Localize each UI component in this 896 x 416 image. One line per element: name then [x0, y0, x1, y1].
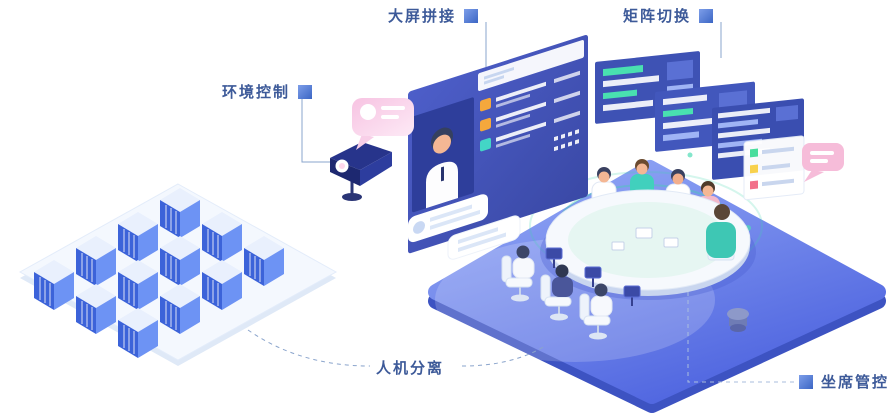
camera-speech-bubble [352, 98, 414, 150]
teal-chip [480, 137, 491, 152]
stool [727, 308, 749, 332]
monitor [545, 247, 563, 260]
label-screen-splicing: 大屏拼接 [388, 5, 479, 26]
seat-management-text: 坐席管控 [821, 373, 890, 391]
tablet [663, 237, 679, 248]
chat-bubble [447, 215, 521, 260]
human-machine-separation-text: 人机分离 [376, 359, 445, 377]
monitor [623, 285, 641, 298]
chat-bubble [408, 194, 488, 243]
workstation [540, 264, 602, 321]
workstation [579, 283, 641, 340]
status-panel [743, 135, 805, 201]
label-seat-management: 坐席管控 [799, 371, 889, 392]
monitor [584, 266, 602, 279]
seat-management-marker-icon [799, 374, 813, 389]
seat-workstations [501, 245, 641, 340]
presenter-video [412, 97, 474, 213]
label-environment-control: 环境控制 [222, 81, 313, 102]
camera-device [330, 142, 392, 201]
leader-human-machine-right [461, 345, 546, 367]
rating-dots [554, 129, 579, 152]
screen-splicing-marker-icon [464, 8, 479, 23]
label-human-machine-separation: 人机分离 [376, 357, 444, 378]
orange-chip [480, 117, 491, 132]
orange-chip [480, 97, 491, 112]
documents [611, 241, 625, 251]
leader-lines [247, 22, 796, 383]
matrix-switching-marker-icon [699, 8, 714, 23]
screen-splicing-text: 大屏拼接 [388, 7, 457, 25]
leader-human-machine-left [247, 329, 371, 367]
person-seated-right [706, 204, 736, 261]
leader-seat-management [687, 292, 796, 383]
leader-environment-control [301, 98, 330, 163]
laptop [635, 227, 653, 239]
video-wall-screen [408, 35, 588, 260]
matrix-switching-text: 矩阵切换 [623, 7, 692, 25]
environment-control-marker-icon [298, 84, 313, 99]
label-matrix-switching: 矩阵切换 [623, 5, 714, 26]
environment-control-text: 环境控制 [222, 83, 291, 101]
pink-speech-bubble [802, 143, 844, 182]
workstation [501, 245, 563, 302]
